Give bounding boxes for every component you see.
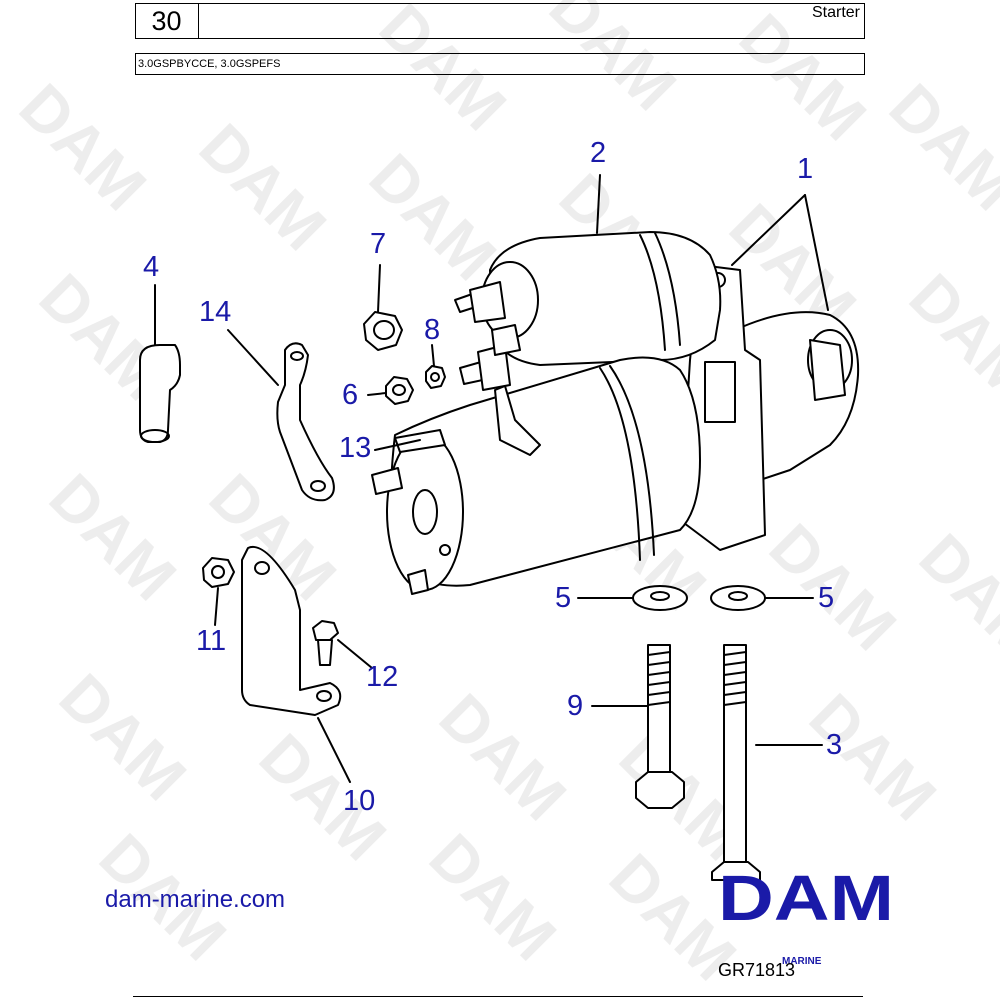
callout-8: 8 xyxy=(424,314,441,346)
part-5-washer-left xyxy=(632,585,688,611)
model-list: 3.0GSPBYCCE, 3.0GSPEFS xyxy=(135,53,865,75)
part-3-bolt xyxy=(711,644,761,881)
callout-10: 10 xyxy=(343,785,376,817)
part-10-bracket xyxy=(241,545,342,716)
callout-1: 1 xyxy=(797,153,814,185)
figure-code: GR71813 xyxy=(718,960,796,980)
callout-5-right: 5 xyxy=(818,582,835,614)
dam-marine-logo: DAM xyxy=(718,874,894,934)
page-title: Starter xyxy=(811,4,860,21)
leader-lines xyxy=(154,174,829,783)
part-11-nut xyxy=(202,557,235,588)
part-4-boot xyxy=(139,344,181,443)
callout-9: 9 xyxy=(567,690,584,722)
logo-text: DAM xyxy=(718,874,894,934)
part-6-nut xyxy=(385,376,414,405)
logo-subtext: MARINE xyxy=(782,956,822,967)
part-5-washer-right xyxy=(710,585,766,611)
part-14-strap xyxy=(276,342,335,502)
callout-2: 2 xyxy=(590,137,607,169)
starter-motor xyxy=(371,231,860,595)
callout-12: 12 xyxy=(366,661,399,693)
callout-13: 13 xyxy=(339,432,372,464)
part-7-nut xyxy=(363,311,403,351)
callout-6: 6 xyxy=(342,379,359,411)
callout-3: 3 xyxy=(826,729,843,761)
part-9-bolt xyxy=(635,644,685,809)
part-12-bolt xyxy=(312,620,339,666)
footer-divider xyxy=(133,996,863,997)
callout-5-left: 5 xyxy=(555,582,572,614)
header-box xyxy=(135,3,865,39)
section-number: 30 xyxy=(135,3,199,39)
part-8-nut xyxy=(425,365,446,389)
callout-4: 4 xyxy=(143,251,160,283)
callout-14: 14 xyxy=(199,296,232,328)
callout-7: 7 xyxy=(370,228,387,260)
website-link[interactable]: dam-marine.com xyxy=(105,886,286,913)
callout-11: 11 xyxy=(196,625,227,657)
